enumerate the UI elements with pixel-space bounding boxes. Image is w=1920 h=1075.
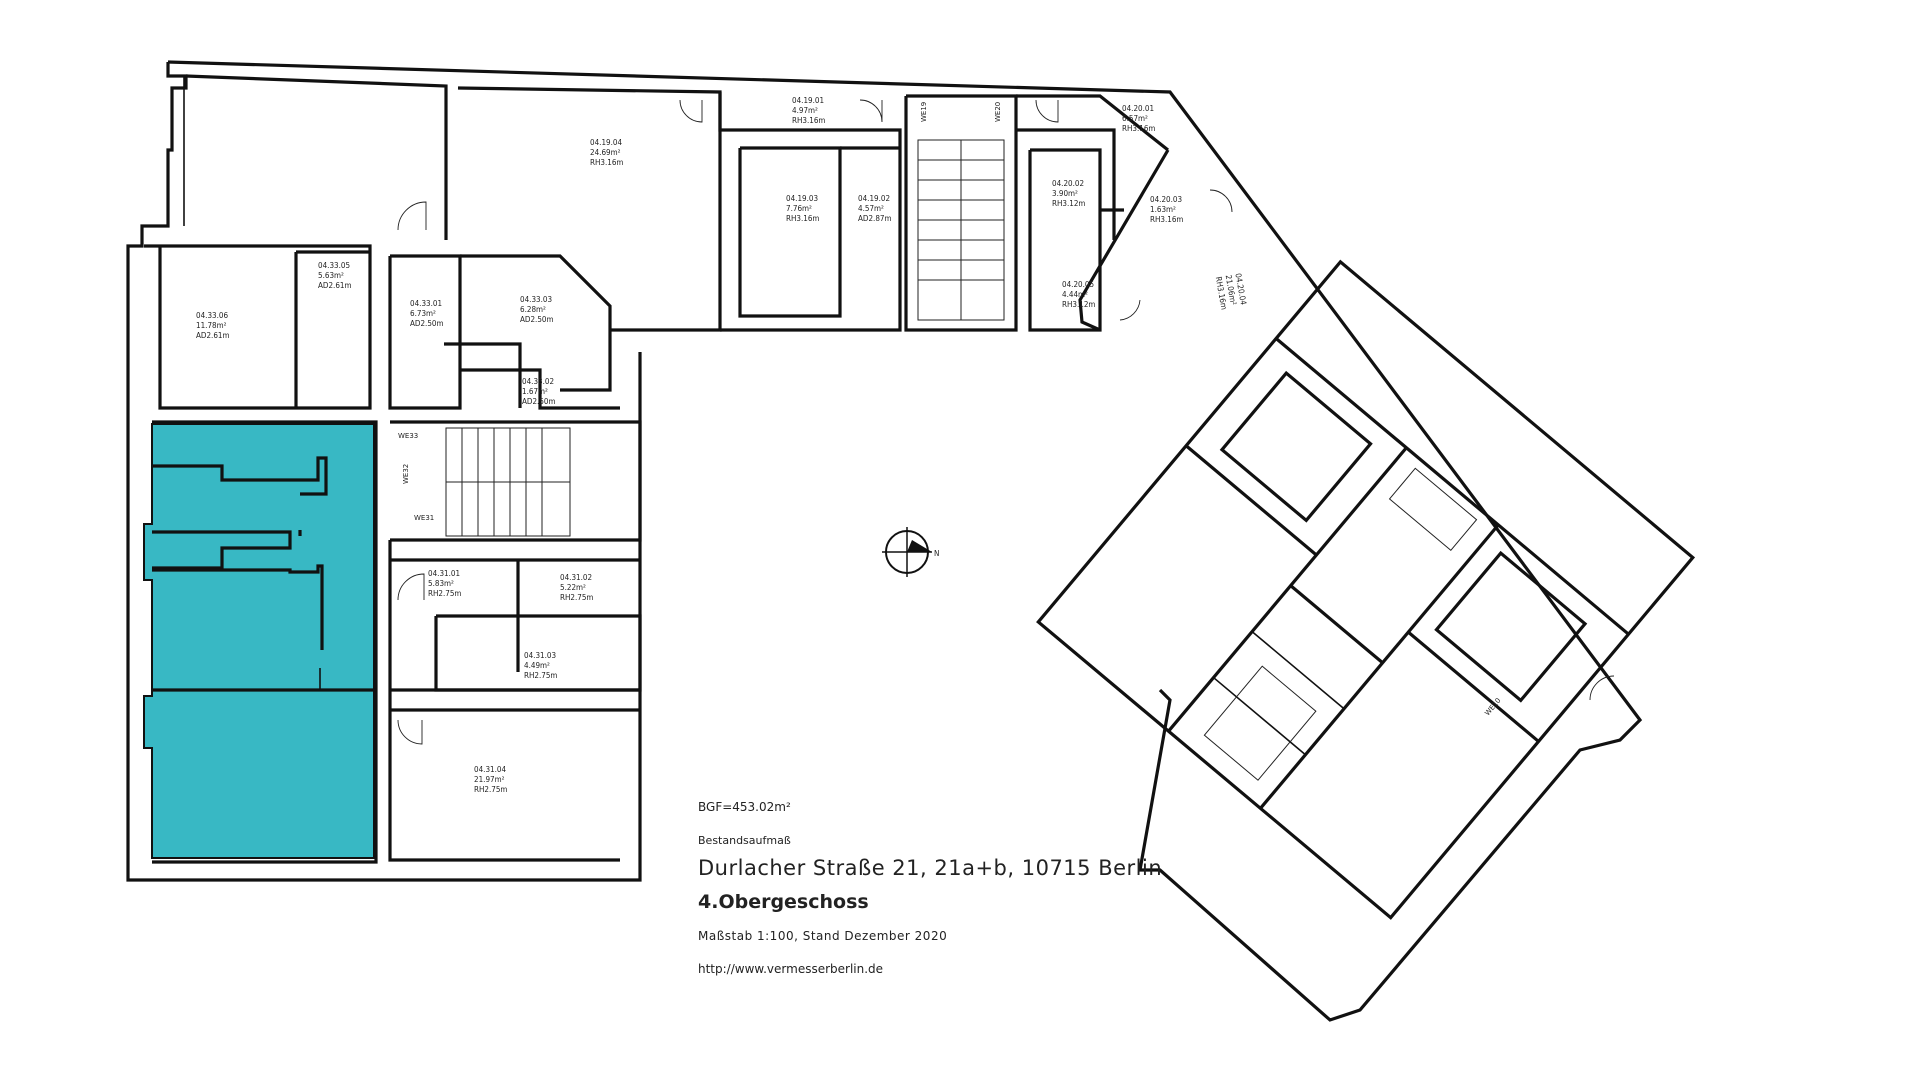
room-04-31-03: 04.31.03 4.49m² RH2.75m xyxy=(524,651,557,680)
svg-text:11.78m²: 11.78m² xyxy=(196,321,227,330)
svg-text:24.69m²: 24.69m² xyxy=(590,148,621,157)
svg-text:RH3.16m: RH3.16m xyxy=(1122,124,1155,133)
room-labels: 04.19.04 24.69m² RH3.16m 04.19.01 4.97m²… xyxy=(196,96,1248,794)
svg-text:RH3.16m: RH3.16m xyxy=(786,214,819,223)
door-swings xyxy=(397,99,1615,745)
svg-text:04.33.05: 04.33.05 xyxy=(318,261,350,270)
left-wing-walls xyxy=(126,60,1643,1022)
room-04-20-01: 04.20.01 6.57m² RH3.16m xyxy=(1122,104,1155,133)
svg-text:4.57m²: 4.57m² xyxy=(858,204,884,213)
room-04-33-05: 04.33.05 5.63m² AD2.61m xyxy=(318,261,352,290)
svg-text:AD2.50m: AD2.50m xyxy=(410,319,444,328)
svg-text:RH2.75m: RH2.75m xyxy=(560,593,593,602)
svg-text:RH3.16m: RH3.16m xyxy=(590,158,623,167)
highlight-interior-walls xyxy=(152,456,376,692)
svg-text:04.33.06: 04.33.06 xyxy=(196,311,228,320)
svg-text:RH2.75m: RH2.75m xyxy=(524,671,557,680)
svg-text:04.31.02: 04.31.02 xyxy=(560,573,592,582)
svg-text:RH2.75m: RH2.75m xyxy=(428,589,461,598)
svg-text:6.57m²: 6.57m² xyxy=(1122,114,1148,123)
svg-text:1.63m²: 1.63m² xyxy=(1150,205,1176,214)
room-04-31-01: 04.31.01 5.83m² RH2.75m xyxy=(428,569,461,598)
middle-staircase xyxy=(917,139,1005,321)
room-04-19-01: 04.19.01 4.97m² RH3.16m xyxy=(792,96,825,125)
website-link[interactable]: http://www.vermesserberlin.de xyxy=(698,962,884,976)
room-04-20-05: 04.20.05 4.44m² RH3.12m xyxy=(1062,280,1095,309)
svg-text:04.31.04: 04.31.04 xyxy=(474,765,506,774)
room-04-31-02: 04.31.02 5.22m² RH2.75m xyxy=(560,573,593,602)
svg-text:WE33: WE33 xyxy=(398,432,418,440)
survey-type: Bestandsaufmaß xyxy=(698,834,791,847)
svg-text:04.33.02: 04.33.02 xyxy=(522,377,554,386)
room-04-33-01: 04.33.01 6.73m² AD2.50m xyxy=(410,299,444,328)
svg-text:RH3.16m: RH3.16m xyxy=(792,116,825,125)
svg-text:04.31.01: 04.31.01 xyxy=(428,569,460,578)
highlighted-apartment xyxy=(143,423,375,859)
svg-text:4.97m²: 4.97m² xyxy=(792,106,818,115)
gross-floor-area: BGF=453.02m² xyxy=(698,800,791,814)
room-04-20-02: 04.20.02 3.90m² RH3.12m xyxy=(1052,179,1085,208)
svg-text:AD2.61m: AD2.61m xyxy=(318,281,352,290)
svg-text:5.83m²: 5.83m² xyxy=(428,579,454,588)
svg-text:04.31.03: 04.31.03 xyxy=(524,651,556,660)
svg-text:5.63m²: 5.63m² xyxy=(318,271,344,280)
room-04-33-03: 04.33.03 6.28m² AD2.50m xyxy=(520,295,554,324)
room-04-33-02: 04.33.02 1.67m² AD2.50m xyxy=(522,377,556,406)
svg-text:1.67m²: 1.67m² xyxy=(522,387,548,396)
svg-text:6.28m²: 6.28m² xyxy=(520,305,546,314)
left-staircase xyxy=(445,427,571,537)
svg-text:AD2.50m: AD2.50m xyxy=(520,315,554,324)
svg-text:7.76m²: 7.76m² xyxy=(786,204,812,213)
room-04-19-03: 04.19.03 7.76m² RH3.16m xyxy=(786,194,819,223)
svg-text:4.44m²: 4.44m² xyxy=(1062,290,1088,299)
svg-text:4.49m²: 4.49m² xyxy=(524,661,550,670)
svg-text:AD2.61m: AD2.61m xyxy=(196,331,230,340)
svg-text:04.20.02: 04.20.02 xyxy=(1052,179,1084,188)
svg-text:RH3.12m: RH3.12m xyxy=(1062,300,1095,309)
svg-text:21.97m²: 21.97m² xyxy=(474,775,505,784)
svg-text:6.73m²: 6.73m² xyxy=(410,309,436,318)
room-04-19-04: 04.19.04 24.69m² RH3.16m xyxy=(590,138,623,167)
address: Durlacher Straße 21, 21a+b, 10715 Berlin xyxy=(698,856,1163,880)
room-04-19-02: 04.19.02 4.57m² AD2.87m xyxy=(858,194,892,223)
svg-text:04.33.01: 04.33.01 xyxy=(410,299,442,308)
scale-note: Maßstab 1:100, Stand Dezember 2020 xyxy=(698,929,948,943)
svg-text:04.20.03: 04.20.03 xyxy=(1150,195,1182,204)
room-04-20-03: 04.20.03 1.63m² RH3.16m xyxy=(1150,195,1183,224)
svg-text:AD2.50m: AD2.50m xyxy=(522,397,556,406)
svg-text:04.19.02: 04.19.02 xyxy=(858,194,890,203)
north-arrow: N xyxy=(882,527,939,577)
svg-text:04.19.04: 04.19.04 xyxy=(590,138,622,147)
room-04-20-04: 04.20.04 21.06m² RH3.16m xyxy=(1214,272,1248,310)
svg-text:04.20.01: 04.20.01 xyxy=(1122,104,1154,113)
svg-text:RH2.75m: RH2.75m xyxy=(474,785,507,794)
right-wing-walls xyxy=(1036,259,1696,920)
svg-text:04.19.03: 04.19.03 xyxy=(786,194,818,203)
svg-text:AD2.87m: AD2.87m xyxy=(858,214,892,223)
room-04-31-04: 04.31.04 21.97m² RH2.75m xyxy=(474,765,507,794)
svg-text:WE20: WE20 xyxy=(994,102,1002,122)
svg-text:3.90m²: 3.90m² xyxy=(1052,189,1078,198)
svg-text:WE31: WE31 xyxy=(414,514,434,522)
svg-text:WE19: WE19 xyxy=(920,102,928,122)
svg-text:04.33.03: 04.33.03 xyxy=(520,295,552,304)
north-label: N xyxy=(934,549,939,558)
svg-text:RH3.16m: RH3.16m xyxy=(1150,215,1183,224)
room-04-33-06: 04.33.06 11.78m² AD2.61m xyxy=(196,311,230,340)
svg-text:WE32: WE32 xyxy=(402,464,410,484)
floor-name: 4.Obergeschoss xyxy=(698,891,869,913)
svg-text:04.20.05: 04.20.05 xyxy=(1062,280,1094,289)
svg-text:RH3.12m: RH3.12m xyxy=(1052,199,1085,208)
svg-text:04.19.01: 04.19.01 xyxy=(792,96,824,105)
svg-text:5.22m²: 5.22m² xyxy=(560,583,586,592)
